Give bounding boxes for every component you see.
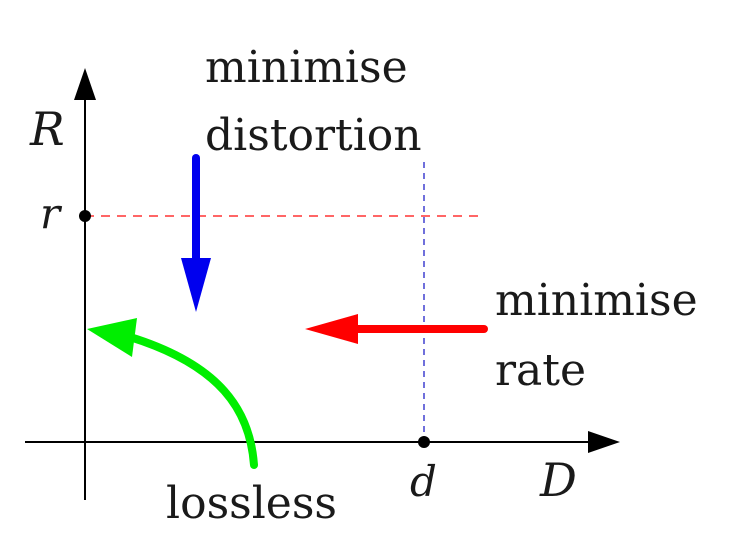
lossless-arrow-curve <box>126 333 258 469</box>
y-axis-label: R <box>29 102 65 156</box>
rate-annotation-line1: minimise <box>495 275 698 326</box>
distortion-arrowhead <box>181 258 211 312</box>
rate-annotation-line2: rate <box>495 345 586 396</box>
distortion-annotation-line1: minimise <box>205 42 408 93</box>
distortion-annotation-line2: distortion <box>205 110 422 161</box>
r-label: r <box>40 189 63 238</box>
x-axis-arrowhead <box>588 431 620 453</box>
x-axis-label: D <box>539 453 577 507</box>
d-label: d <box>410 457 437 506</box>
lossless-arrowhead <box>87 318 137 357</box>
rate-arrowhead <box>305 314 358 344</box>
r-point <box>79 210 91 222</box>
d-point <box>418 436 430 448</box>
y-axis-arrowhead <box>74 68 96 100</box>
lossless-annotation: lossless <box>166 478 337 529</box>
